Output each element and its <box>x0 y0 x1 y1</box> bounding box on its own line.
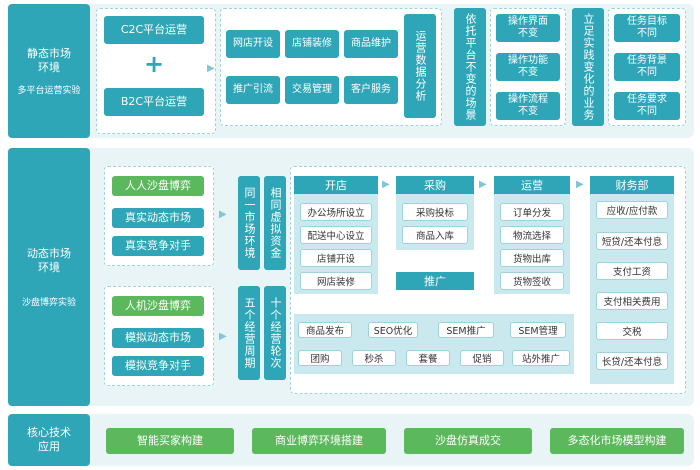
purchase-item-stock[interactable]: 商品入库 <box>402 226 468 244</box>
finance-item-ar-ap[interactable]: 应收/应付款 <box>596 201 668 219</box>
core-tech-label: 核心技术 应用 <box>8 414 90 466</box>
arrow-icon: ▶ <box>479 179 487 190</box>
unchanged-scene-label: 依托平台不变的场景 <box>454 8 486 126</box>
ten-round-label: 十个经营轮次 <box>264 286 286 380</box>
real-competitor-button[interactable]: 真实竞争对手 <box>112 236 204 256</box>
change-background[interactable]: 任务背景 不同 <box>614 53 680 81</box>
grid-item-promo[interactable]: 推广引流 <box>226 76 280 104</box>
dynamic-market-title: 动态市场 环境 <box>27 246 71 274</box>
static-market-label: 静态市场 环境 多平台运营实验 <box>8 4 90 138</box>
arrow-icon: ▶ <box>576 179 584 190</box>
promo-tag-flash-sale[interactable]: 秒杀 <box>352 350 396 366</box>
sim-market-button[interactable]: 模拟动态市场 <box>112 328 204 348</box>
promo-tag-bundle[interactable]: 套餐 <box>406 350 450 366</box>
unchanged-ui[interactable]: 操作界面 不变 <box>496 14 560 42</box>
sim-competitor-button[interactable]: 模拟竞争对手 <box>112 356 204 376</box>
promo-flow-sem-promo[interactable]: SEM推广 <box>438 322 494 338</box>
open-item-distribution[interactable]: 配送中心设立 <box>300 226 372 244</box>
core-item-game-env[interactable]: 商业博弈环境搭建 <box>252 428 386 454</box>
dynamic-market-subtitle: 沙盘博弈实验 <box>21 297 76 308</box>
finance-item-long-loan[interactable]: 长贷/还本付息 <box>596 352 668 370</box>
purchase-item-bid[interactable]: 采购投标 <box>402 203 468 221</box>
grid-item-shop-open[interactable]: 网店开设 <box>226 30 280 58</box>
ops-item-order[interactable]: 订单分发 <box>500 203 564 221</box>
arrow-icon: ▶ <box>382 179 390 190</box>
ops-item-out[interactable]: 货物出库 <box>500 249 564 267</box>
grid-item-product-maint[interactable]: 商品维护 <box>344 30 398 58</box>
purchase-header: 采购 <box>396 176 474 194</box>
promo-header: 推广 <box>396 272 474 290</box>
finance-item-salary[interactable]: 支付工资 <box>596 262 668 280</box>
open-item-office[interactable]: 办公场所设立 <box>300 203 372 221</box>
dynamic-market-label: 动态市场 环境 沙盘博弈实验 <box>8 148 90 406</box>
ops-header: 运营 <box>494 176 570 194</box>
unchanged-function[interactable]: 操作功能 不变 <box>496 53 560 81</box>
c2c-platform-button[interactable]: C2C平台运营 <box>104 16 204 44</box>
ops-item-logistics[interactable]: 物流选择 <box>500 226 564 244</box>
open-header: 开店 <box>294 176 378 194</box>
core-tech-title: 核心技术 应用 <box>27 426 71 453</box>
core-item-market-model[interactable]: 多态化市场模型构建 <box>550 428 684 454</box>
five-cycle-label: 五个经营周期 <box>238 286 260 380</box>
arrow-icon: ▶ <box>207 63 215 74</box>
grid-item-trade[interactable]: 交易管理 <box>285 76 339 104</box>
promo-flow-seo[interactable]: SEO优化 <box>368 322 418 338</box>
finance-item-short-loan[interactable]: 短贷/还本付息 <box>596 232 668 250</box>
static-market-title: 静态市场 环境 <box>27 46 71 74</box>
change-requirement[interactable]: 任务要求 不同 <box>614 92 680 120</box>
promo-tag-group-buy[interactable]: 团购 <box>298 350 342 366</box>
finance-header: 财务部 <box>590 176 674 194</box>
promo-flow-publish[interactable]: 商品发布 <box>298 322 352 338</box>
core-item-sandbox-deal[interactable]: 沙盘仿真成交 <box>404 428 532 454</box>
open-item-decor[interactable]: 网店装修 <box>300 272 372 290</box>
same-fund-label: 相同虚拟资金 <box>264 176 286 270</box>
same-market-label: 同一市场环境 <box>238 176 260 270</box>
real-market-button[interactable]: 真实动态市场 <box>112 208 204 228</box>
change-business-label: 立足实践变化的业务 <box>572 8 604 126</box>
open-item-store[interactable]: 店铺开设 <box>300 249 372 267</box>
finance-item-tax[interactable]: 交税 <box>596 322 668 340</box>
promo-tag-offsite[interactable]: 站外推广 <box>512 350 570 366</box>
arrow-icon: ▶ <box>219 209 227 220</box>
static-market-subtitle: 多平台运营实验 <box>17 85 81 96</box>
b2c-platform-button[interactable]: B2C平台运营 <box>104 88 204 116</box>
plus-icon: + <box>144 50 165 78</box>
unchanged-flow[interactable]: 操作流程 不变 <box>496 92 560 120</box>
ai-sandbox-button[interactable]: 人机沙盘博弈 <box>112 296 204 316</box>
ops-analysis-button[interactable]: 运营数据分析 <box>404 14 436 118</box>
grid-item-store-decor[interactable]: 店铺装修 <box>285 30 339 58</box>
grid-item-service[interactable]: 客户服务 <box>344 76 398 104</box>
arrow-icon: ▶ <box>219 331 227 342</box>
core-item-smart-buyer[interactable]: 智能买家构建 <box>106 428 234 454</box>
ops-item-sign[interactable]: 货物签收 <box>500 272 564 290</box>
promo-flow-sem-manage[interactable]: SEM管理 <box>510 322 566 338</box>
human-sandbox-button[interactable]: 人人沙盘博弈 <box>112 176 204 196</box>
change-goal[interactable]: 任务目标 不同 <box>614 14 680 42</box>
finance-item-fees[interactable]: 支付相关费用 <box>596 292 668 310</box>
promo-tag-discount[interactable]: 促销 <box>460 350 504 366</box>
